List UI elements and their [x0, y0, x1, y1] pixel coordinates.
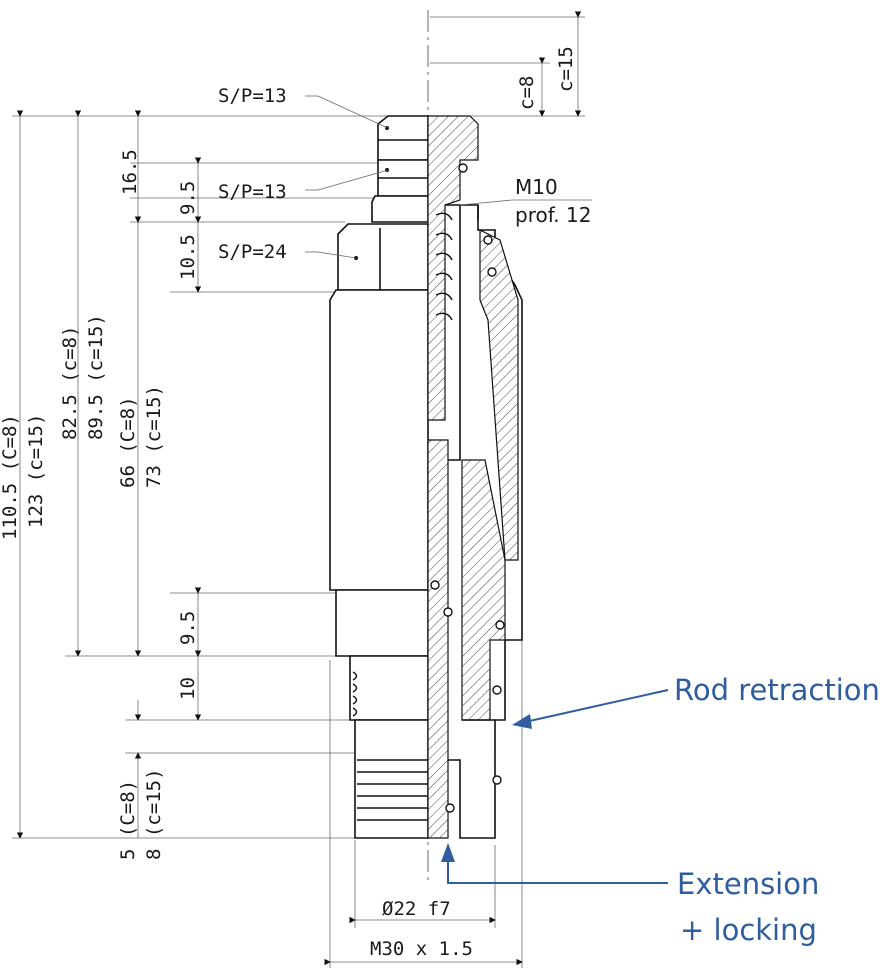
vertical-dimension-texts: c=8 c=15 16.5 9.5 10.5 110.5 (C=8) 123 (…	[0, 46, 577, 860]
callout-texts: Rod retraction Extension + locking	[674, 673, 880, 947]
valve-body-section	[427, 115, 523, 839]
dim-tip-c15: 8 (c=15)	[143, 768, 165, 860]
dim-tip-c8: 5 (C=8)	[117, 780, 139, 860]
part-labels: S/P=13 S/P=13 S/P=24 M10 prof. 12	[218, 85, 591, 263]
callout-rod-retraction: Rod retraction	[674, 673, 880, 707]
label-sp13-mid: S/P=13	[218, 181, 287, 203]
thread-grooves	[352, 671, 428, 821]
label-thread-depth: prof. 12	[515, 203, 591, 227]
dim-thread: M30 x 1.5	[370, 938, 473, 960]
valve-body-exterior	[329, 115, 429, 839]
dim-shaft-diameter: Ø22 f7	[382, 898, 451, 920]
dim-c8: c=8	[516, 76, 538, 110]
dim-inner-c15: 73 (c=15)	[143, 385, 165, 488]
dim-mid-c8: 82.5 (c=8)	[59, 326, 81, 440]
hex-flat-dots	[354, 126, 389, 260]
horizontal-dimension-lines	[324, 916, 523, 966]
label-thread-m10: M10	[515, 175, 558, 199]
extension-lines	[12, 16, 585, 968]
dim-inner-c8: 66 (C=8)	[117, 396, 139, 488]
label-sp24: S/P=24	[218, 241, 287, 263]
dim-10-5: 10.5	[177, 234, 199, 280]
dim-10: 10	[177, 677, 199, 700]
vertical-dimension-lines	[16, 11, 582, 839]
dim-16-5: 16.5	[119, 149, 141, 195]
leader-lines	[305, 95, 592, 259]
dim-overall-c15: 123 (c=15)	[25, 414, 47, 528]
dim-9-5-bottom: 9.5	[177, 611, 199, 645]
callout-locking: + locking	[680, 913, 817, 947]
callout-extension: Extension	[677, 867, 819, 901]
dim-c15: c=15	[555, 46, 577, 92]
label-sp13-top: S/P=13	[218, 85, 287, 107]
dim-9-5-top: 9.5	[177, 181, 199, 215]
callout-arrows	[441, 689, 669, 884]
dim-mid-c15: 89.5 (c=15)	[85, 314, 107, 440]
horizontal-dimension-texts: Ø22 f7 M30 x 1.5	[370, 898, 473, 960]
dim-overall-c8: 110.5 (C=8)	[0, 414, 21, 540]
